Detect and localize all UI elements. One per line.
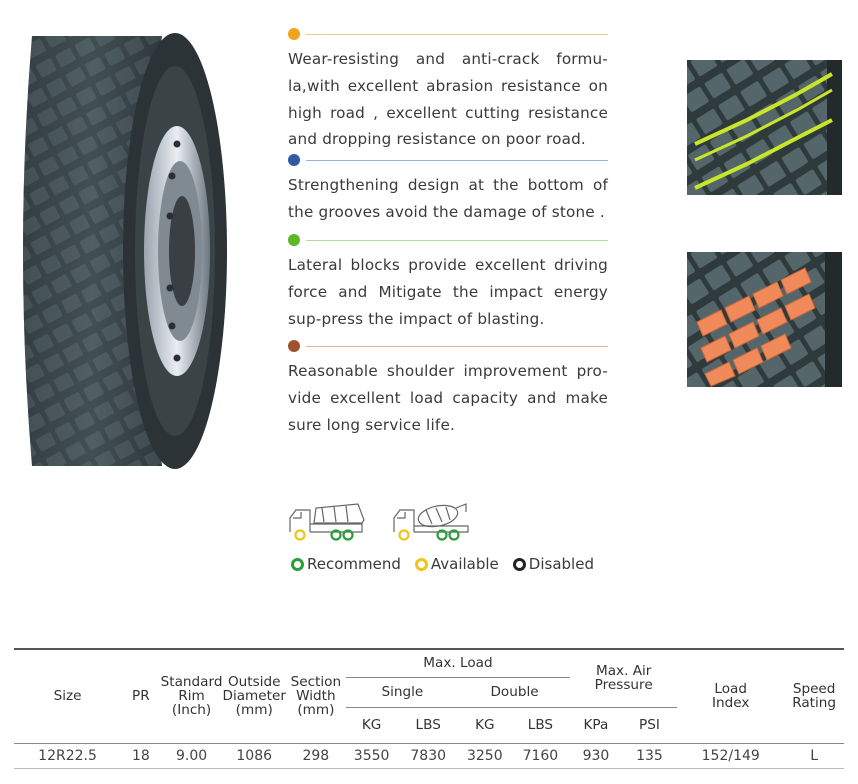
legend-disabled: Disabled: [512, 555, 594, 573]
table-row: 12R22.5 18 9.00 1086 298 3550 7830 3250 …: [14, 742, 844, 769]
feature-4: Reasonable shoulder improvement pro-vide…: [288, 340, 608, 438]
feature-1: Wear-resisting and anti-crack formu-la,w…: [288, 28, 608, 153]
dump-truck-icon: [289, 503, 365, 541]
legend-available: Available: [414, 555, 499, 573]
tread-detail-blocks-image: [687, 252, 842, 387]
recommend-ring-icon: [291, 557, 304, 571]
tread-detail-groove-image: [687, 60, 842, 195]
header-kpa: KPa: [583, 717, 609, 733]
cell-pr: 18: [121, 742, 161, 769]
tire-image: [12, 26, 228, 476]
header-double-kg: KG: [475, 717, 495, 733]
cell-single-lbs: 7830: [397, 742, 459, 769]
header-max-air-pressure: Max. Air Pressure: [570, 648, 678, 708]
header-psi: PSI: [639, 717, 660, 733]
cell-outside-diameter: 1086: [222, 742, 286, 769]
header-single-lbs: LBS: [415, 717, 441, 733]
tire-icon: [23, 33, 227, 469]
vehicle-usage: [288, 496, 488, 546]
cell-psi: 135: [621, 742, 678, 769]
legend-label: Recommend: [307, 555, 401, 573]
cell-section-width: 298: [285, 742, 346, 769]
mixer-truck-icon: [393, 503, 469, 541]
bullet-dot-icon: [288, 28, 300, 40]
legend-label: Available: [430, 555, 499, 573]
header-single: Single: [345, 677, 459, 708]
header-size: Size: [14, 648, 122, 743]
header-pr: PR: [121, 648, 161, 743]
header-max-load: Max. Load: [345, 648, 571, 678]
cell-double-kg: 3250: [458, 742, 511, 769]
cell-double-lbs: 7160: [510, 742, 571, 769]
feature-text: Reasonable shoulder improvement pro-vide…: [288, 362, 608, 434]
feature-divider: [288, 340, 608, 352]
bullet-dot-icon: [288, 234, 300, 246]
usage-legend: Recommend Available Disabled: [291, 555, 608, 573]
bullet-dot-icon: [288, 340, 300, 352]
bullet-dot-icon: [288, 154, 300, 166]
feature-text: Wear-resisting and anti-crack formu-la,w…: [288, 50, 608, 149]
header-double: Double: [458, 677, 571, 708]
cell-single-kg: 3550: [345, 742, 398, 769]
disabled-ring-icon: [512, 557, 526, 571]
feature-divider: [288, 154, 608, 166]
feature-3: Lateral blocks provide excellent driving…: [288, 234, 608, 332]
feature-text: Lateral blocks provide excellent driving…: [288, 256, 608, 328]
cell-kpa: 930: [570, 742, 622, 769]
feature-divider: [288, 28, 608, 40]
legend-recommend: Recommend: [291, 555, 401, 573]
legend-label: Disabled: [528, 555, 594, 573]
feature-text: Strengthening design at the bottom of th…: [288, 176, 608, 221]
cell-speed-rating: L: [784, 742, 844, 769]
header-single-kg: KG: [361, 717, 382, 733]
available-ring-icon: [414, 557, 428, 571]
feature-divider: [288, 234, 608, 246]
header-double-lbs: LBS: [527, 717, 554, 733]
cell-load-index: 152/149: [677, 742, 785, 769]
feature-2: Strengthening design at the bottom of th…: [288, 154, 608, 226]
cell-rim: 9.00: [160, 742, 223, 769]
cell-size: 12R22.5: [14, 742, 122, 769]
